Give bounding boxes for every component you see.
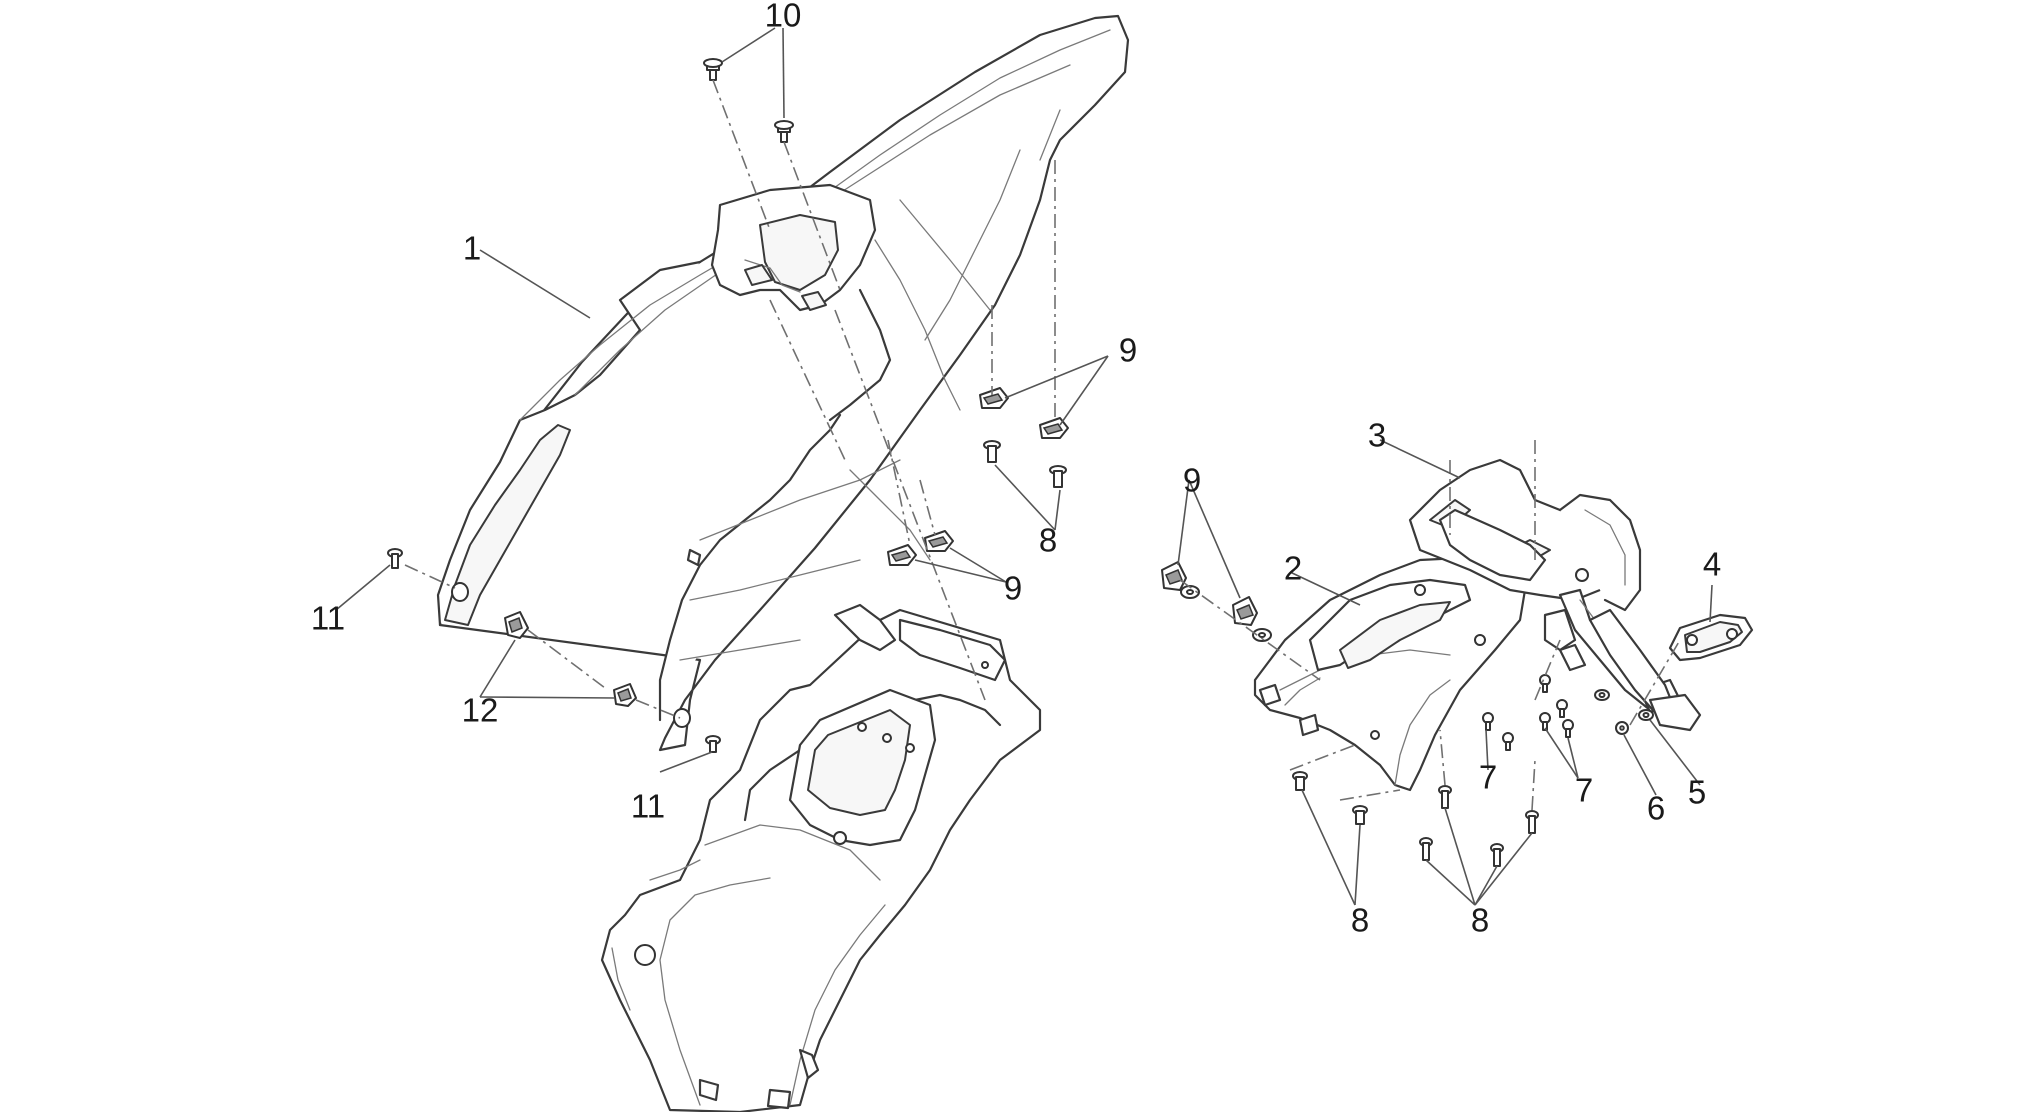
washer-5[interactable]: [1638, 709, 1654, 721]
callout-1: 1: [463, 230, 481, 267]
clip-9b[interactable]: [1039, 417, 1069, 439]
clip-12b[interactable]: [613, 683, 637, 707]
callout-12: 12: [462, 692, 499, 729]
screw-8g[interactable]: [1419, 837, 1433, 861]
callout-9-center: 9: [1004, 570, 1022, 607]
screw-7f[interactable]: [1562, 719, 1574, 738]
callout-10: 10: [765, 0, 802, 34]
clip-9c[interactable]: [887, 544, 917, 566]
screw-7b[interactable]: [1502, 732, 1514, 751]
plate-light-arm[interactable]: [1588, 608, 1702, 732]
callout-11-center: 11: [631, 788, 665, 825]
screw-11a[interactable]: [387, 548, 403, 569]
tail-fairing[interactable]: [436, 14, 1130, 752]
callout-8-center: 8: [1039, 522, 1057, 559]
screw-8h[interactable]: [1490, 843, 1504, 867]
callout-4: 4: [1703, 546, 1721, 583]
clip-9f[interactable]: [1232, 596, 1258, 626]
screw-7a[interactable]: [1482, 712, 1494, 731]
screw-8e[interactable]: [1438, 785, 1452, 809]
leader-lines: [335, 27, 1713, 906]
callout-7-left: 7: [1479, 759, 1497, 796]
callout-5: 5: [1688, 774, 1706, 811]
screw-7c[interactable]: [1539, 674, 1551, 693]
license-plate-holder[interactable]: [1253, 556, 1527, 792]
nut-6[interactable]: [1615, 721, 1629, 735]
screw-8c[interactable]: [1292, 771, 1308, 791]
washer-5b[interactable]: [1594, 689, 1610, 701]
callout-3: 3: [1368, 417, 1386, 454]
callout-8-left: 8: [1351, 902, 1369, 939]
washer-9g[interactable]: [1180, 585, 1200, 599]
callout-11-left: 11: [311, 600, 345, 637]
washer-9h[interactable]: [1252, 628, 1272, 642]
clip-9a[interactable]: [979, 387, 1009, 409]
callout-9-right: 9: [1183, 462, 1201, 499]
plate-light[interactable]: [1668, 613, 1754, 662]
screw-10b[interactable]: [774, 120, 794, 143]
clip-12a[interactable]: [504, 611, 529, 639]
callout-7-right: 7: [1575, 772, 1593, 809]
screw-11b[interactable]: [705, 735, 721, 753]
callout-labels: 1 10 9 8 9 11 12 11 9 3 2 4 7 7 6 5 8 8: [311, 0, 1721, 939]
screw-8a[interactable]: [983, 440, 1001, 463]
screw-10a[interactable]: [703, 58, 723, 81]
screw-8b[interactable]: [1049, 465, 1067, 488]
rear-inner-fender[interactable]: [600, 603, 1042, 1112]
callout-8-right: 8: [1471, 902, 1489, 939]
callout-2: 2: [1284, 550, 1302, 587]
callout-6: 6: [1647, 790, 1665, 827]
screw-8f[interactable]: [1525, 810, 1539, 834]
clip-9e[interactable]: [1161, 561, 1187, 591]
assembly-axes: [404, 79, 1681, 811]
callout-9-top: 9: [1119, 332, 1137, 369]
screw-8d[interactable]: [1352, 805, 1368, 825]
clip-9d[interactable]: [924, 530, 954, 552]
screw-7e[interactable]: [1539, 712, 1551, 731]
screw-7d[interactable]: [1556, 699, 1568, 718]
